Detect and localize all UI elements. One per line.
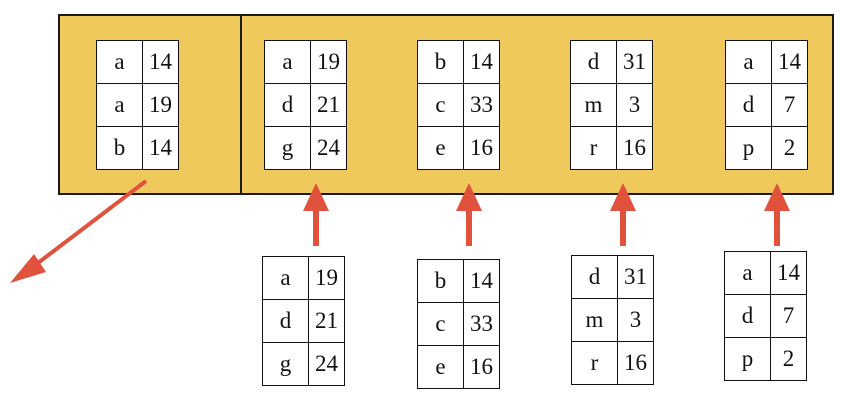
table-row: p 2: [725, 126, 808, 170]
value-cell: 21: [308, 299, 345, 343]
key-cell: d: [264, 83, 311, 127]
value-cell: 14: [463, 40, 500, 84]
value-cell: 2: [770, 337, 807, 381]
value-cell: 19: [308, 256, 345, 300]
input-run-page-3: d 31 m 3 r 16: [571, 255, 654, 385]
value-cell: 3: [616, 83, 653, 127]
key-cell: a: [724, 251, 771, 295]
table-row: a 14: [96, 40, 179, 84]
value-cell: 14: [142, 40, 179, 84]
key-cell: d: [725, 83, 772, 127]
table-row: b 14: [417, 259, 500, 303]
input-buffer-page-1: a 19 d 21 g 24: [264, 40, 347, 170]
table-row: e 16: [417, 345, 500, 389]
table-row: g 24: [262, 342, 345, 386]
table-row: d 31: [571, 255, 654, 299]
value-cell: 2: [771, 126, 808, 170]
key-cell: g: [264, 126, 311, 170]
table-row: e 16: [417, 126, 500, 170]
key-cell: a: [262, 256, 309, 300]
table-row: b 14: [417, 40, 500, 84]
input-run-page-1: a 19 d 21 g 24: [262, 256, 345, 386]
value-cell: 33: [463, 83, 500, 127]
key-cell: p: [724, 337, 771, 381]
value-cell: 14: [771, 40, 808, 84]
key-cell: a: [264, 40, 311, 84]
key-cell: m: [570, 83, 617, 127]
value-cell: 16: [617, 341, 654, 385]
key-cell: e: [417, 126, 464, 170]
key-cell: b: [96, 126, 143, 170]
value-cell: 14: [770, 251, 807, 295]
key-cell: a: [96, 83, 143, 127]
key-cell: m: [571, 298, 618, 342]
table-row: d 7: [724, 294, 807, 338]
value-cell: 21: [310, 83, 347, 127]
table-row: b 14: [96, 126, 179, 170]
value-cell: 14: [463, 259, 500, 303]
key-cell: b: [417, 259, 464, 303]
key-cell: g: [262, 342, 309, 386]
input-run-page-2: b 14 c 33 e 16: [417, 259, 500, 389]
table-row: m 3: [571, 298, 654, 342]
input-run-page-4: a 14 d 7 p 2: [724, 251, 807, 381]
key-cell: d: [571, 255, 618, 299]
key-cell: c: [417, 302, 464, 346]
input-buffer-page-3: d 31 m 3 r 16: [570, 40, 653, 170]
table-row: d 21: [262, 299, 345, 343]
table-row: r 16: [570, 126, 653, 170]
value-cell: 16: [616, 126, 653, 170]
output-arrow: [10, 179, 148, 283]
value-cell: 31: [617, 255, 654, 299]
value-cell: 7: [771, 83, 808, 127]
value-cell: 3: [617, 298, 654, 342]
table-row: a 19: [264, 40, 347, 84]
value-cell: 16: [463, 345, 500, 389]
value-cell: 31: [616, 40, 653, 84]
key-cell: e: [417, 345, 464, 389]
key-cell: d: [262, 299, 309, 343]
table-row: d 21: [264, 83, 347, 127]
table-row: p 2: [724, 337, 807, 381]
key-cell: c: [417, 83, 464, 127]
key-cell: p: [725, 126, 772, 170]
table-row: g 24: [264, 126, 347, 170]
key-cell: a: [725, 40, 772, 84]
key-cell: b: [417, 40, 464, 84]
value-cell: 24: [310, 126, 347, 170]
key-cell: r: [571, 341, 618, 385]
table-row: c 33: [417, 302, 500, 346]
table-row: d 31: [570, 40, 653, 84]
table-row: a 14: [724, 251, 807, 295]
value-cell: 19: [310, 40, 347, 84]
table-row: c 33: [417, 83, 500, 127]
table-row: a 14: [725, 40, 808, 84]
table-row: a 19: [96, 83, 179, 127]
key-cell: d: [570, 40, 617, 84]
value-cell: 24: [308, 342, 345, 386]
key-cell: r: [570, 126, 617, 170]
value-cell: 33: [463, 302, 500, 346]
input-buffer-page-2: b 14 c 33 e 16: [417, 40, 500, 170]
table-row: r 16: [571, 341, 654, 385]
value-cell: 14: [142, 126, 179, 170]
output-page-table: a 14 a 19 b 14: [96, 40, 179, 170]
value-cell: 19: [142, 83, 179, 127]
table-row: a 19: [262, 256, 345, 300]
input-buffer-page-4: a 14 d 7 p 2: [725, 40, 808, 170]
key-cell: d: [724, 294, 771, 338]
value-cell: 16: [463, 126, 500, 170]
key-cell: a: [96, 40, 143, 84]
table-row: d 7: [725, 83, 808, 127]
value-cell: 7: [770, 294, 807, 338]
table-row: m 3: [570, 83, 653, 127]
